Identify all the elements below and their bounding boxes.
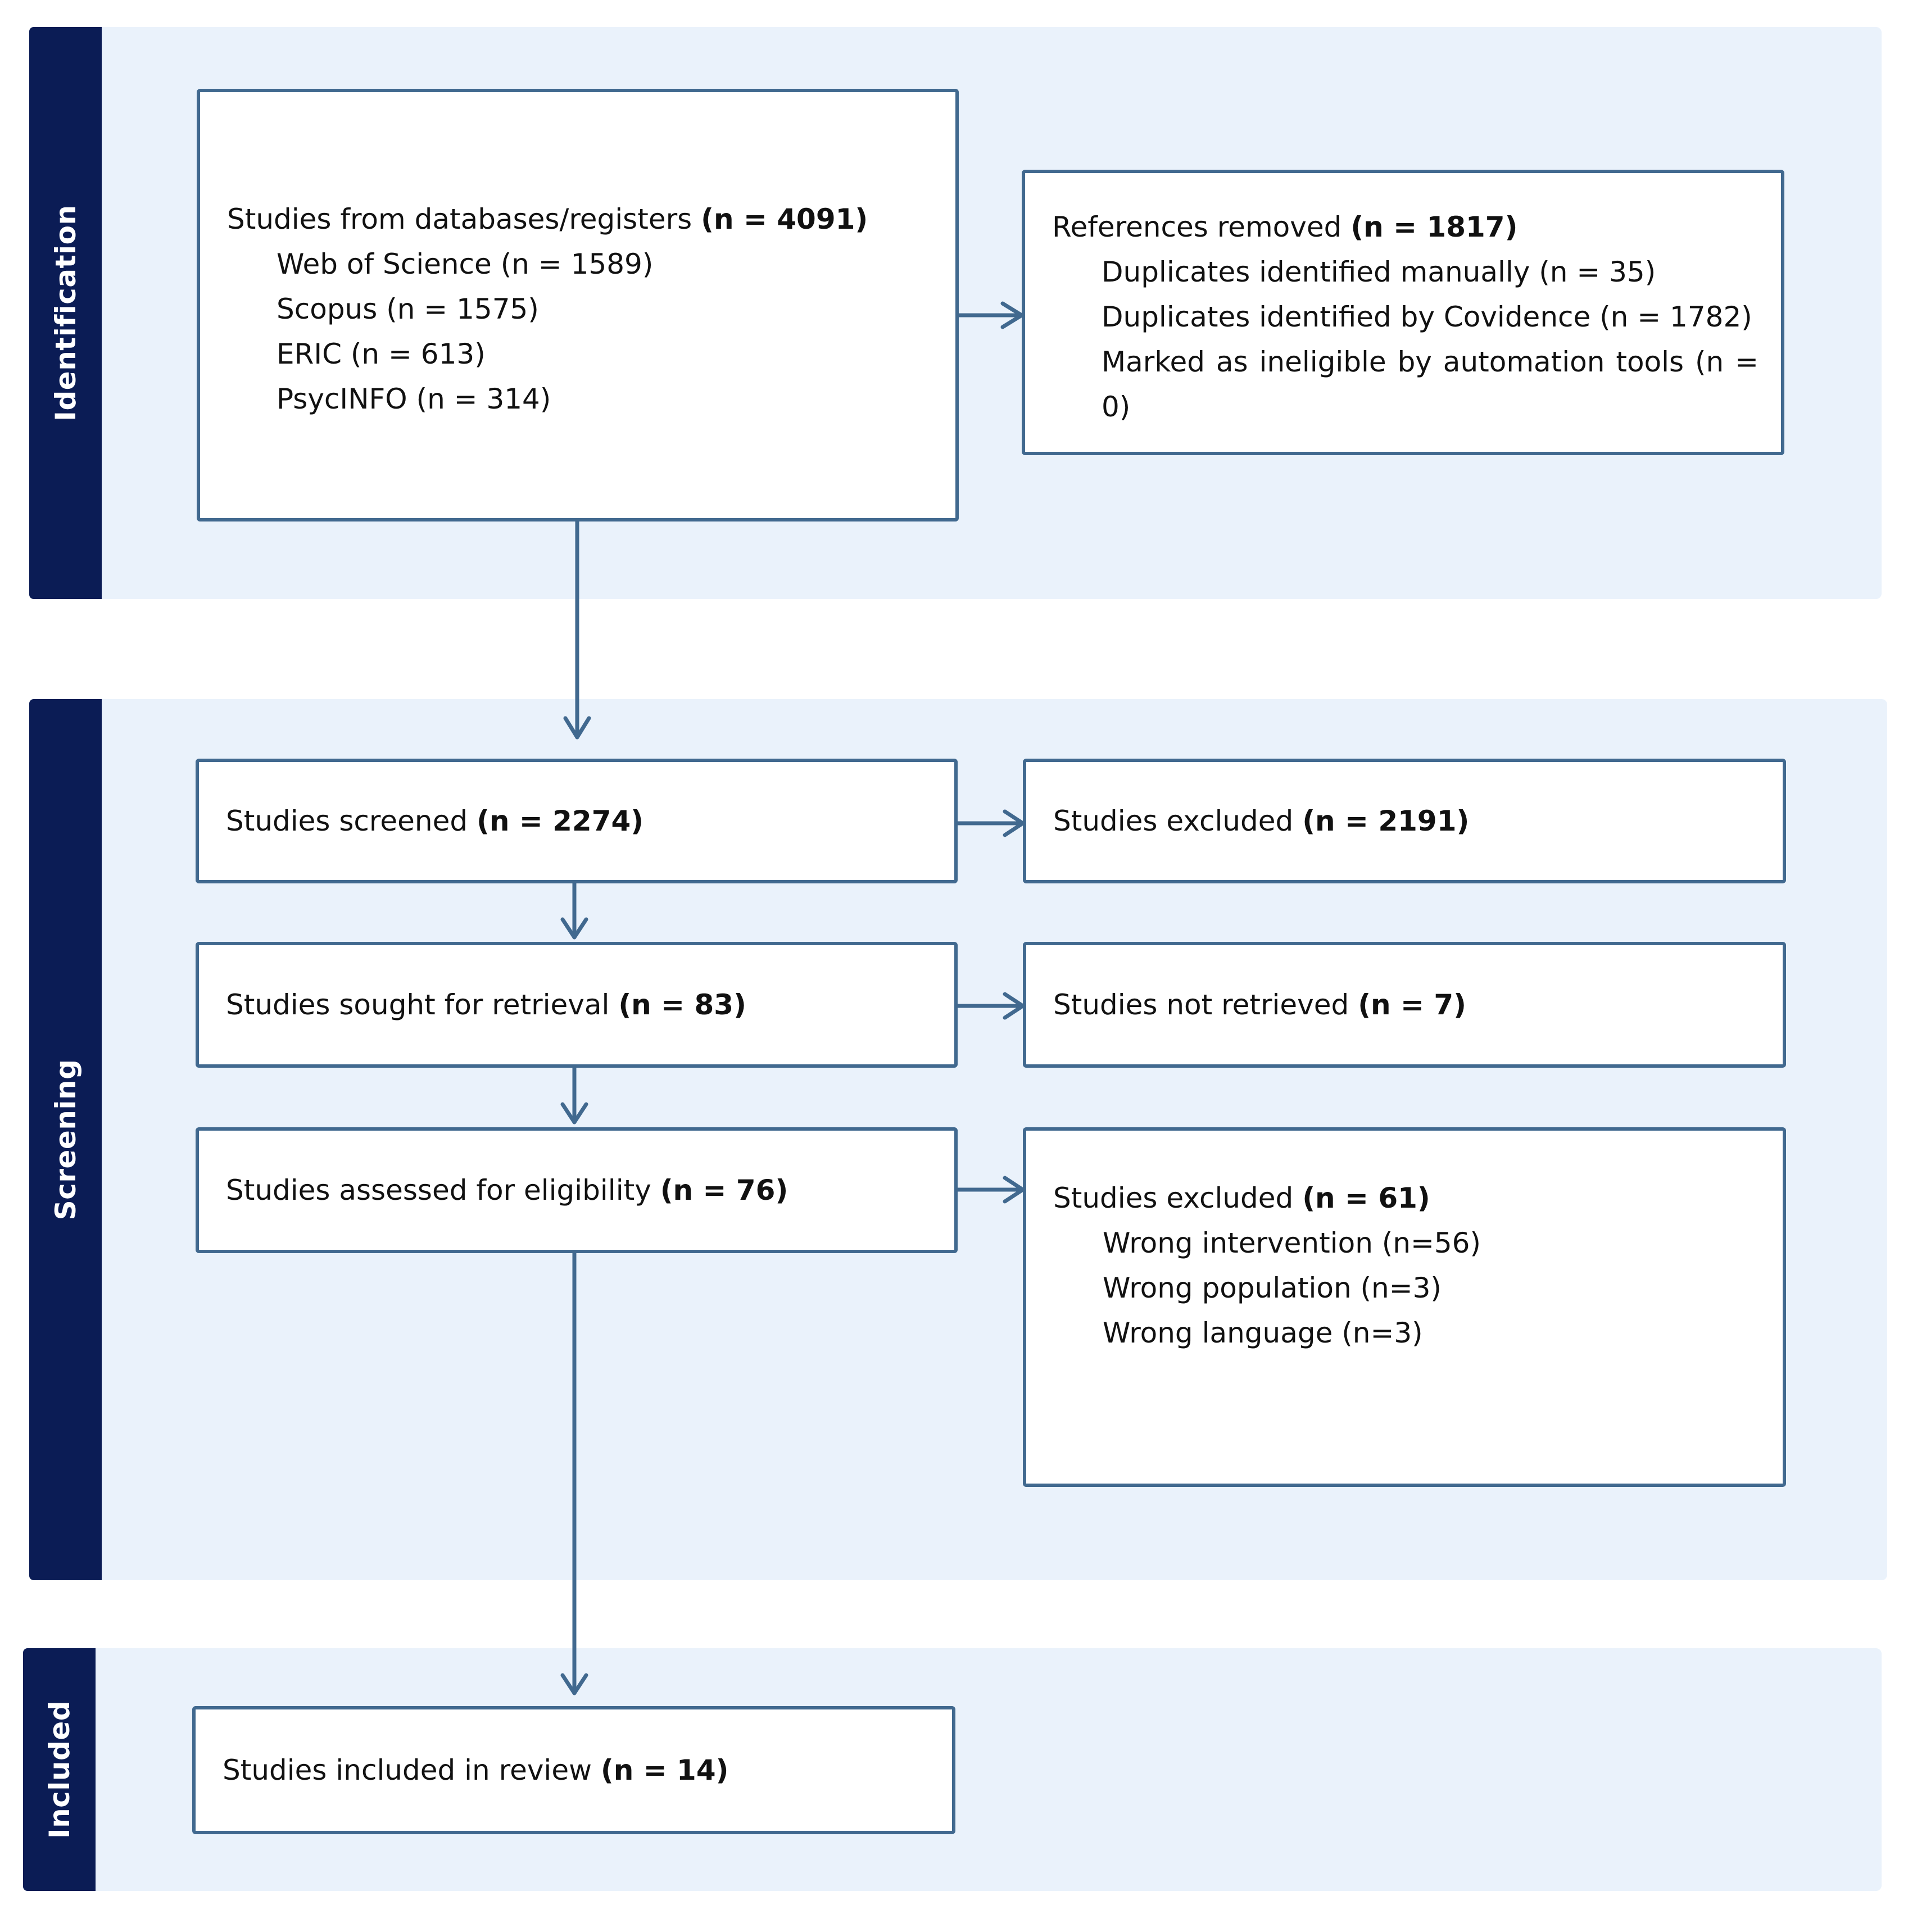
studies-excluded-eligibility-box: Studies excluded (n = 61) Wrong interven… xyxy=(1023,1127,1786,1487)
included-label: Studies included in review xyxy=(223,1754,592,1786)
exclusion-reason-population: Wrong population (n=3) xyxy=(1103,1272,1442,1304)
exclusion-reason-language: Wrong language (n=3) xyxy=(1103,1317,1423,1349)
removed-count: (n = 1817) xyxy=(1350,211,1518,243)
source-psycinfo: PsycINFO (n = 314) xyxy=(277,383,551,415)
records-count: (n = 4091) xyxy=(701,203,868,235)
removed-reason-covidence: Duplicates identified by Covidence (n = … xyxy=(1102,301,1752,333)
excluded-count: (n = 2191) xyxy=(1302,805,1470,837)
arrowhead-screened-to-sought xyxy=(560,917,588,940)
removed-reason-automation: Marked as ineligible by automation tools… xyxy=(1102,346,1759,423)
included-phase-label: Included xyxy=(23,1648,96,1891)
sought-label: Studies sought for retrieval xyxy=(226,988,610,1021)
not-retrieved-count: (n = 7) xyxy=(1358,988,1466,1021)
studies-screened-box: Studies screened (n = 2274) xyxy=(196,759,958,883)
screening-phase-label: Screening xyxy=(29,699,102,1580)
screened-count: (n = 2274) xyxy=(476,805,644,837)
identification-phase-label: Identification xyxy=(29,27,102,599)
assessed-label: Studies assessed for eligibility xyxy=(226,1174,651,1207)
not-retrieved-label: Studies not retrieved xyxy=(1053,988,1349,1021)
studies-assessed-box: Studies assessed for eligibility (n = 76… xyxy=(196,1127,958,1253)
arrowhead-assessed-to-included xyxy=(560,1673,588,1695)
studies-excluded-box: Studies excluded (n = 2191) xyxy=(1023,759,1786,883)
references-removed-box: References removed (n = 1817) Duplicates… xyxy=(1022,170,1784,455)
included-count: (n = 14) xyxy=(600,1754,729,1786)
excluded-eligibility-label: Studies excluded xyxy=(1053,1182,1294,1214)
sought-count: (n = 83) xyxy=(618,988,746,1021)
arrowhead-records-to-screened xyxy=(563,716,591,740)
exclusion-reason-intervention: Wrong intervention (n=56) xyxy=(1103,1227,1481,1259)
assessed-count: (n = 76) xyxy=(660,1174,788,1207)
source-scopus: Scopus (n = 1575) xyxy=(277,293,539,325)
studies-included-box: Studies included in review (n = 14) xyxy=(192,1706,955,1834)
records-identified-box: Studies from databases/registers (n = 40… xyxy=(197,89,959,521)
removed-reason-manual: Duplicates identified manually (n = 35) xyxy=(1102,256,1656,288)
studies-sought-box: Studies sought for retrieval (n = 83) xyxy=(196,942,958,1068)
source-eric: ERIC (n = 613) xyxy=(277,338,486,370)
arrowhead-sought-to-assessed xyxy=(560,1102,588,1124)
source-web-of-science: Web of Science (n = 1589) xyxy=(277,248,654,280)
removed-label: References removed xyxy=(1052,211,1342,243)
excluded-eligibility-count: (n = 61) xyxy=(1302,1182,1430,1214)
screened-label: Studies screened xyxy=(226,805,468,837)
excluded-label: Studies excluded xyxy=(1053,805,1294,837)
studies-not-retrieved-box: Studies not retrieved (n = 7) xyxy=(1023,942,1786,1068)
records-label: Studies from databases/registers xyxy=(227,203,692,235)
